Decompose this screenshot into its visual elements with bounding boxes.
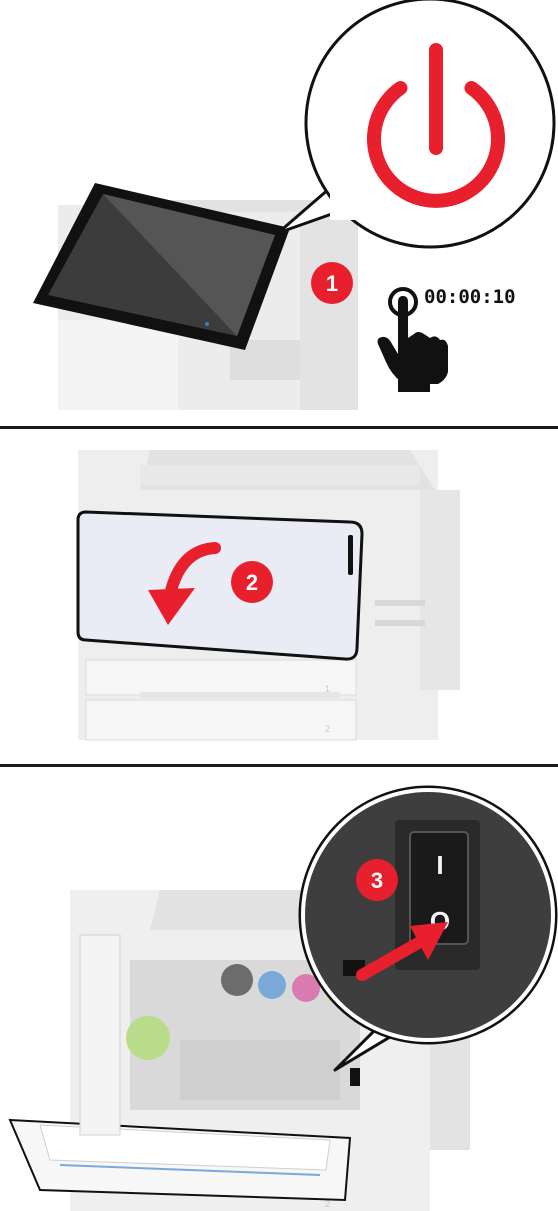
section-divider — [0, 426, 558, 429]
step-3-number: 3 — [371, 868, 383, 893]
step-1-badge: 1 — [311, 262, 353, 304]
switch-on-label: I — [436, 850, 443, 880]
tray-2-label: 2 — [325, 1199, 330, 1209]
paper-trays: 1 2 — [86, 660, 356, 740]
hold-duration-label: 00:00:10 — [424, 286, 516, 308]
step-3-panel: 2 I O 3 — [0, 770, 558, 1211]
step-2-badge: 2 — [231, 561, 273, 603]
section-divider — [0, 764, 558, 767]
step-1-panel: 1 00:00:10 — [0, 0, 558, 420]
power-button-callout[interactable] — [278, 0, 554, 247]
tray-1-label: 1 — [325, 684, 330, 694]
front-door[interactable] — [78, 512, 362, 659]
tray-2-label: 2 — [325, 724, 330, 734]
door-handle[interactable] — [348, 535, 353, 575]
step-2-number: 2 — [246, 570, 258, 595]
step-3-badge: 3 — [356, 859, 398, 901]
step-2-illustration: 1 2 2 — [0, 430, 558, 760]
step-3-illustration: 2 I O 3 — [0, 770, 558, 1211]
step-1-number: 1 — [326, 271, 338, 296]
step-2-panel: 1 2 2 — [0, 430, 558, 760]
step-1-illustration: 1 00:00:10 — [0, 0, 558, 420]
